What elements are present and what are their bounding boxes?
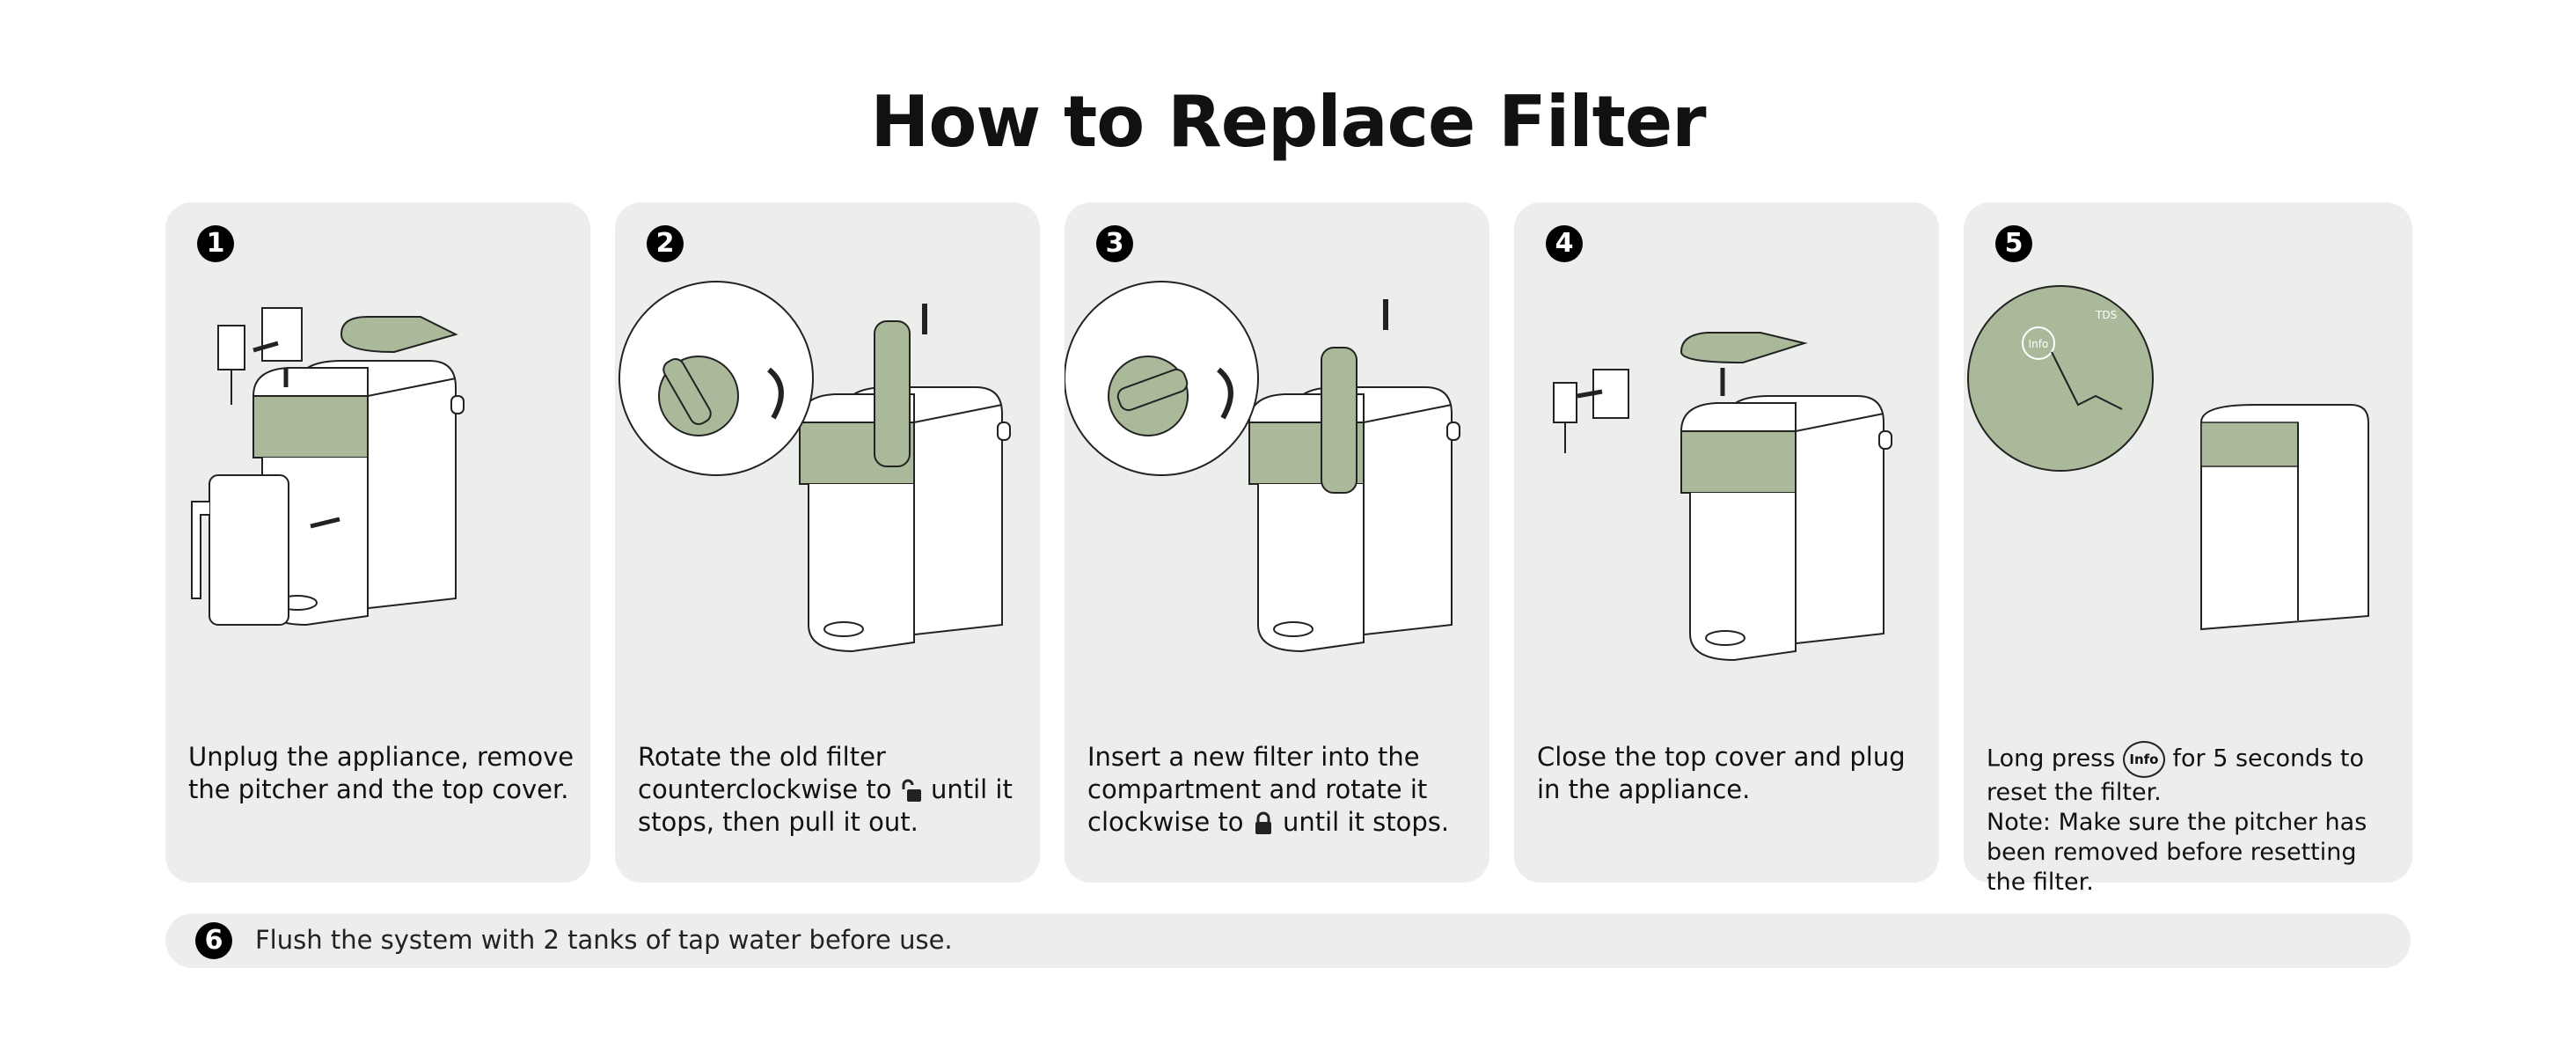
info-button-icon: Info — [2122, 741, 2165, 778]
step-number: 3 — [1096, 225, 1133, 262]
step-card-3: 3 Insert a new filter into the compartme… — [1065, 202, 1489, 883]
finger-press-icon — [2051, 351, 2123, 410]
final-step-text: Flush the system with 2 tanks of tap wat… — [255, 925, 953, 955]
filter-cartridge — [874, 320, 911, 467]
step-card-2: 2 Rotate the old filter counterclockwise… — [615, 202, 1040, 883]
step-card-1: 1 Unplug the appliance, remove the pitch… — [165, 202, 590, 883]
step-5-illustration: TDS Info — [1967, 285, 2369, 631]
pitcher — [209, 474, 289, 626]
wall-outlet-icon — [261, 307, 303, 362]
step-card-5: 5 TDS Info Long press Info for 5 seconds… — [1964, 202, 2412, 896]
step-text: Insert a new filter into the compartment… — [1087, 742, 1450, 837]
zoom-callout — [1967, 285, 2154, 472]
step-number: 4 — [1546, 225, 1583, 262]
step-4-illustration — [1553, 332, 1892, 661]
svg-text:Info: Info — [2029, 338, 2049, 350]
filter-cartridge — [1321, 347, 1358, 494]
step-note: Note: Make sure the pitcher has been rem… — [1987, 809, 2367, 896]
step-number: 6 — [195, 922, 232, 959]
power-adapter-icon — [1553, 382, 1577, 423]
lock-icon — [1255, 811, 1271, 834]
step-text: Close the top cover and plug in the appl… — [1537, 742, 1906, 804]
final-step-bar: 6 Flush the system with 2 tanks of tap w… — [165, 913, 2411, 968]
power-adapter-icon — [217, 325, 245, 370]
step-1-illustration — [191, 307, 465, 626]
top-cover — [1680, 332, 1808, 364]
step-text: Long press Info for 5 seconds to reset t… — [1987, 741, 2398, 898]
clockwise-arrow-icon — [1217, 367, 1233, 420]
step-2-illustration — [618, 281, 1011, 652]
step-card-4: 4 Close the top cover and plug in the ap… — [1514, 202, 1939, 883]
step-text: Rotate the old filter counterclockwise t… — [638, 742, 1013, 837]
step-number: 1 — [197, 225, 234, 262]
top-cover — [340, 316, 458, 354]
page-title: How to Replace Filter — [870, 81, 1706, 163]
step-3-illustration — [1065, 281, 1460, 652]
step-number: 2 — [647, 225, 684, 262]
info-button-icon — [2022, 326, 2055, 360]
step-number: 5 — [1995, 225, 2032, 262]
unlock-icon — [902, 779, 921, 802]
counterclockwise-arrow-icon — [767, 367, 784, 420]
display-label: TDS — [2095, 309, 2117, 321]
step-text: Unplug the appliance, remove the pitcher… — [188, 742, 574, 804]
